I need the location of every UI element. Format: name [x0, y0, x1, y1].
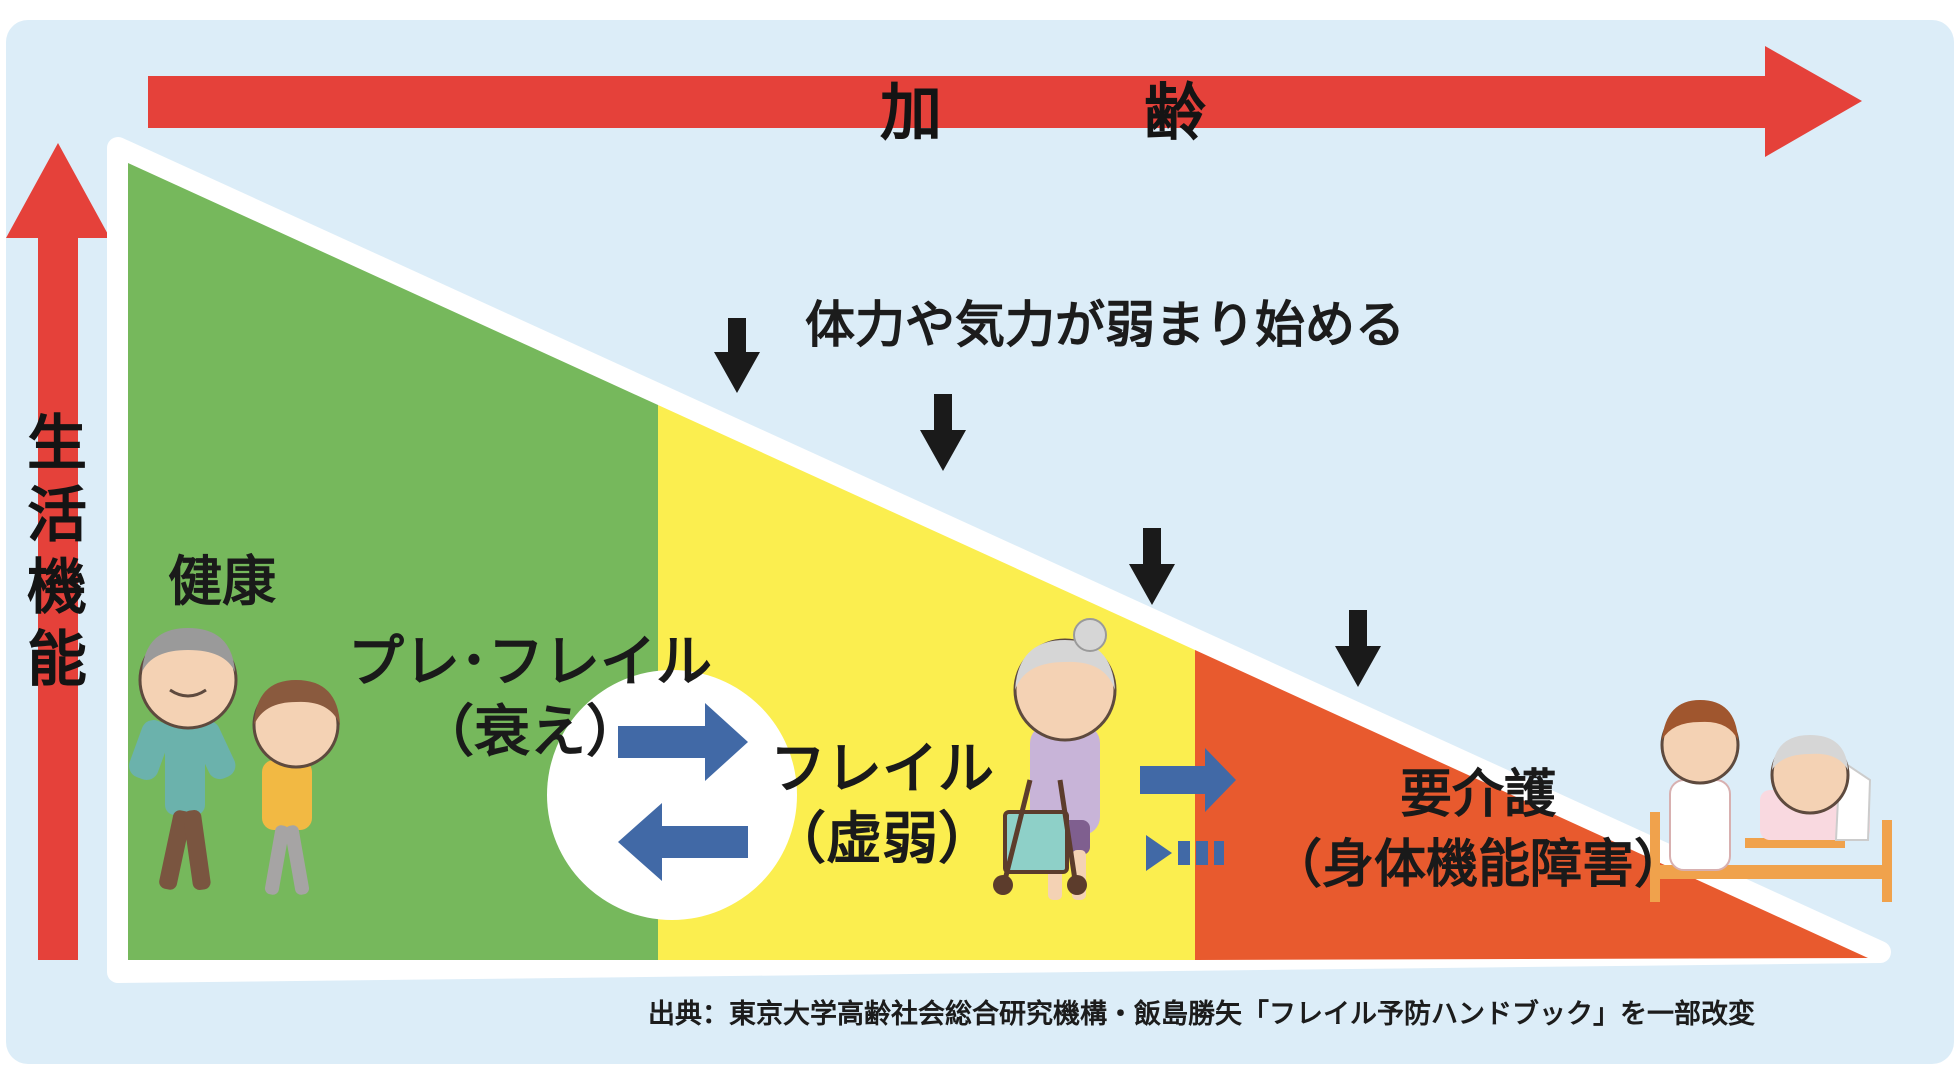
care-region: [1195, 650, 1868, 960]
arrow-left-icon: [618, 803, 748, 881]
function-axis-label: 生活機能: [27, 409, 87, 695]
aging-arrow: [148, 46, 1862, 157]
down-arrow-icon: [714, 318, 760, 393]
stage-care-needed-subtitle: （身体機能障害）: [1270, 835, 1687, 895]
stage-pre-frail-title: プレ･フレイル: [348, 630, 712, 695]
down-arrow-icon: [1129, 528, 1175, 605]
elderly-couple-walking-icon: [129, 628, 340, 895]
stage-healthy-title: 健康: [168, 550, 276, 613]
decline-arrows: [714, 318, 1381, 687]
dashed-return-arrow-icon: [1146, 835, 1224, 871]
stage-pre-frail: プレ･フレイル （衰え）: [348, 628, 712, 768]
aging-axis-label: 加 齢: [880, 76, 1277, 149]
source-citation: 出典：東京大学高齢社会総合研究機構・飯島勝矢「フレイル予防ハンドブック」を一部改…: [648, 999, 1755, 1030]
stage-care-needed-title: 要介護: [1400, 765, 1557, 825]
down-arrow-icon: [920, 394, 966, 471]
arrow-right-icon: [618, 703, 748, 781]
decline-annotation: 体力や気力が弱まり始める: [805, 296, 1405, 354]
function-arrow: [6, 143, 110, 960]
healthy-region: [128, 163, 658, 960]
stage-frail: フレイル （虚弱）: [770, 735, 994, 875]
stage-frail-title: フレイル: [770, 737, 994, 802]
stage-frail-subtitle: （虚弱）: [770, 807, 994, 872]
stage-pre-frail-subtitle: （衰え）: [418, 700, 642, 765]
stage-care-needed: 要介護 （身体機能障害）: [1270, 760, 1686, 900]
down-arrow-icon: [1335, 610, 1381, 687]
elderly-woman-walker-icon: [993, 618, 1117, 900]
caregiver-bedside-icon: [1650, 700, 1892, 902]
arrow-to-care-icon: [1140, 748, 1236, 812]
